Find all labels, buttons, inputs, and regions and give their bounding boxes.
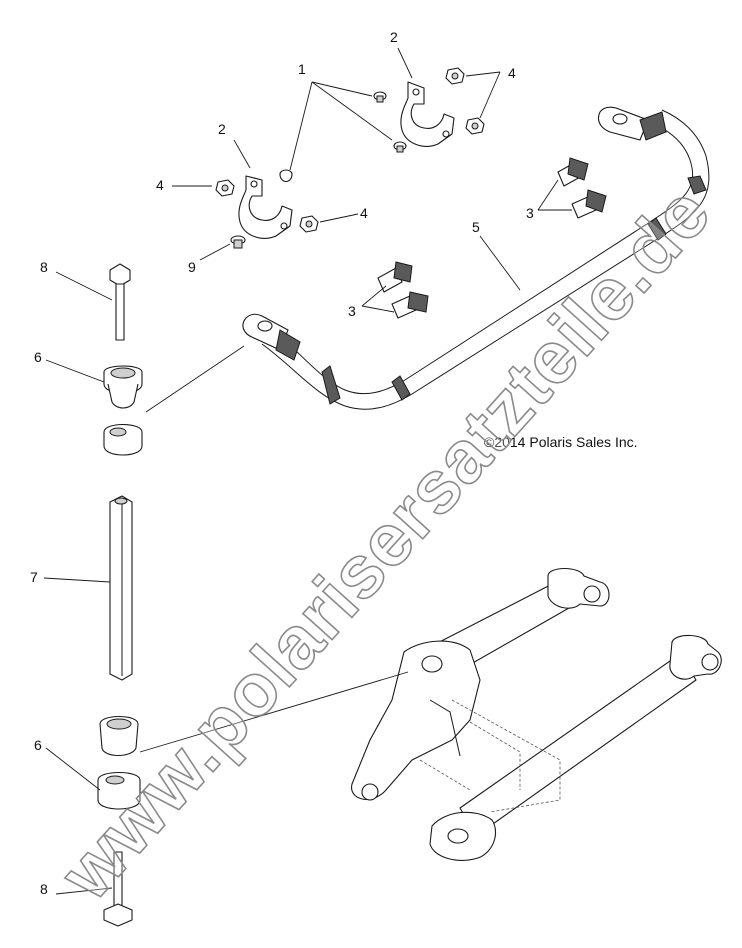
split-bushings-front	[377, 261, 429, 319]
callout-1: 1	[298, 61, 306, 77]
bushing-bottom	[97, 715, 141, 810]
callout-3-front: 3	[348, 303, 356, 319]
callout-4-top: 4	[508, 65, 516, 81]
clamp-bracket-left	[238, 175, 293, 239]
callout-2-right: 2	[390, 29, 398, 45]
link-rod	[109, 495, 133, 681]
bolt-top	[109, 263, 131, 341]
callout-8-bottom: 8	[40, 881, 48, 897]
callout-8-top: 8	[40, 259, 48, 275]
nuts	[215, 67, 485, 233]
split-bushings-rear	[557, 157, 607, 219]
callout-7: 7	[30, 569, 38, 585]
clamp-bracket-right	[400, 81, 455, 147]
a-arm-assembly	[351, 567, 722, 861]
callout-9: 9	[188, 259, 196, 275]
callout-3-rear: 3	[526, 205, 534, 221]
copyright-notice: ©2014 Polaris Sales Inc.	[484, 434, 638, 450]
bolt-bottom	[103, 851, 133, 927]
leader-lines	[43, 47, 572, 895]
callout-5: 5	[472, 219, 480, 235]
stabilizer-bar	[242, 106, 710, 410]
bushing-top	[103, 365, 143, 456]
callout-2-left: 2	[218, 121, 226, 137]
screw	[230, 235, 246, 249]
callout-6-top: 6	[34, 349, 42, 365]
callout-6-bottom: 6	[34, 737, 42, 753]
rivets	[279, 91, 407, 183]
callout-4-left: 4	[156, 177, 164, 193]
callout-labels: 1 2 2 4 4 4 9 3 3 5 8 6 7 6 8	[30, 29, 534, 897]
callout-4-mid: 4	[360, 205, 368, 221]
